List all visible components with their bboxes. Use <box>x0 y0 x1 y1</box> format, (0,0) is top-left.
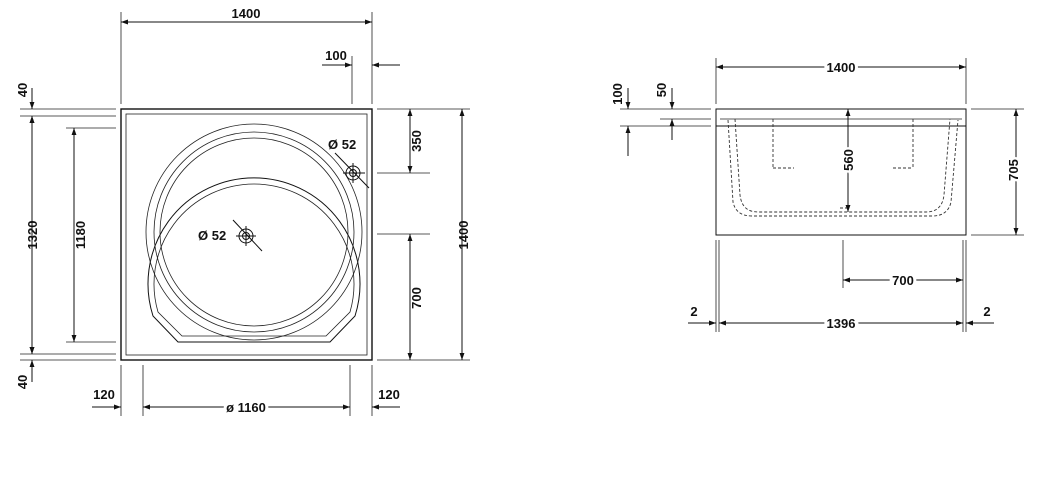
dim-drain-from-edge: 700 <box>892 273 914 288</box>
dim-inner-height: 1320 <box>25 221 40 250</box>
side-rim <box>715 108 967 127</box>
side-view: 1400 100 50 560 705 700 2 1396 2 <box>610 57 1024 334</box>
top-view: Ø 52 Ø 52 1400 100 <box>15 6 471 418</box>
dim-right-margin: 120 <box>378 387 400 402</box>
dim-tap-from-top: 350 <box>409 130 424 152</box>
tap-hole-label: Ø 52 <box>328 137 356 152</box>
dim-bowl-height: 1180 <box>73 221 88 249</box>
basin-inner-rim <box>125 113 368 356</box>
dim-drain-from-bottom: 700 <box>409 287 424 309</box>
dim-top-width: 1400 <box>232 6 261 21</box>
dim-total-height: 705 <box>1006 159 1021 181</box>
dim-inner-width: 1396 <box>827 316 856 331</box>
dim-bowl-diameter: ø 1160 <box>226 400 266 415</box>
tap-hole-symbol <box>334 152 370 189</box>
hidden-bowl <box>734 118 951 213</box>
bowl-outline <box>147 177 361 343</box>
dim-side-width: 1400 <box>827 60 856 75</box>
dim-rim-thickness: 50 <box>654 83 669 97</box>
drain-symbol <box>232 219 263 252</box>
dim-left-margin: 120 <box>93 387 115 402</box>
dim-rim-bottom: 40 <box>15 375 30 389</box>
dim-rim-top: 40 <box>15 83 30 97</box>
bowl-ring-1 <box>153 131 355 333</box>
drain-hole-label: Ø 52 <box>198 228 226 243</box>
bowl-inner-outline <box>153 183 355 337</box>
dim-right-height: 1400 <box>456 221 471 250</box>
basin-outline <box>120 108 373 361</box>
bowl-ring-2 <box>159 137 349 327</box>
bowl-rim-circle <box>145 123 363 341</box>
dim-right-gap: 2 <box>983 304 990 319</box>
dim-left-gap: 2 <box>690 304 697 319</box>
dim-rim-height: 100 <box>610 83 625 105</box>
dim-bowl-depth: 560 <box>841 149 856 171</box>
side-body <box>715 125 967 236</box>
dim-side-offset: 100 <box>325 48 347 63</box>
